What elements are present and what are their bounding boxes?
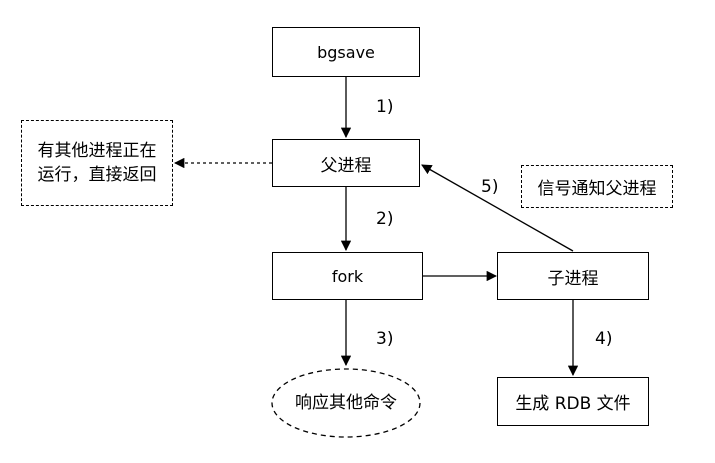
edge-child-to-parent (421, 164, 574, 252)
signal-note: 信号通知父进程 (521, 165, 673, 208)
step-label-3: 3) (376, 329, 394, 349)
child-process-label: 子进程 (547, 268, 599, 289)
bgsave-label: bgsave (317, 42, 375, 62)
step-label-5: 5) (481, 177, 499, 197)
parent-process-label: 父进程 (320, 155, 372, 176)
bgsave-node: bgsave (272, 27, 420, 77)
step-label-2: 2) (376, 209, 394, 229)
respond-label: 响应其他命令 (295, 393, 397, 413)
fork-label: fork (331, 266, 364, 286)
step-label-1: 1) (376, 97, 394, 117)
parent-process-node: 父进程 (272, 139, 420, 187)
other-running-label: 有其他进程正在 运行，直接返回 (37, 141, 157, 185)
fork-node: fork (272, 252, 423, 300)
signal-label: 信号通知父进程 (537, 179, 657, 199)
other-running-note: 有其他进程正在 运行，直接返回 (21, 120, 173, 206)
respond-ellipse (271, 368, 421, 438)
rdb-file-node: 生成 RDB 文件 (497, 377, 649, 426)
rdb-file-label: 生成 RDB 文件 (515, 394, 631, 414)
step-label-4: 4) (595, 329, 613, 349)
child-process-node: 子进程 (497, 252, 649, 300)
